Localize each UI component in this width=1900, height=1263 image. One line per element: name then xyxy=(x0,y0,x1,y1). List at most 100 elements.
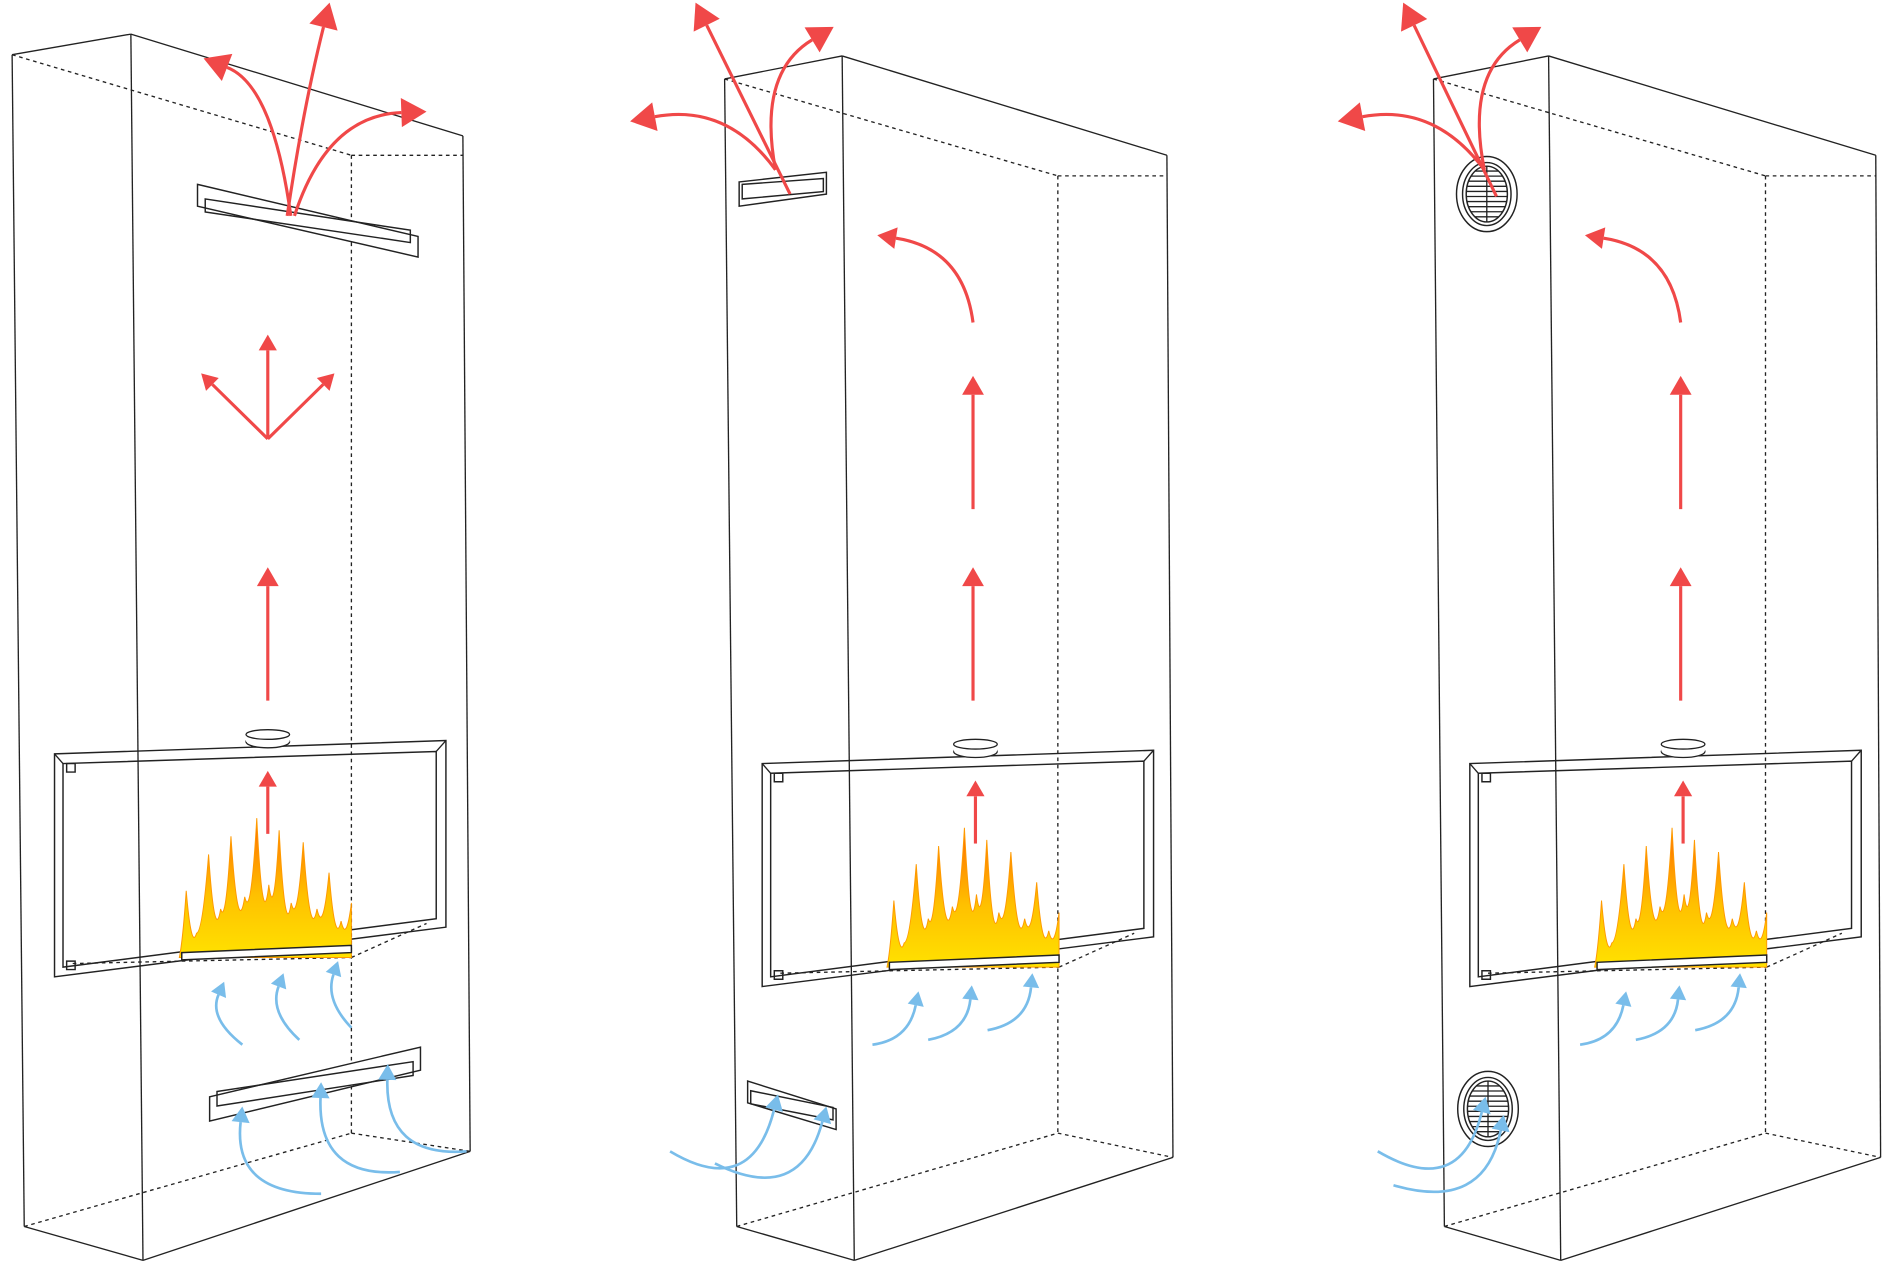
arrow-head xyxy=(258,770,277,787)
arrow-shaft xyxy=(1362,112,1486,171)
hot-air-arrow-icon xyxy=(1337,102,1486,171)
cold-air-arrow-icon xyxy=(1635,985,1687,1042)
edge xyxy=(1444,1225,1561,1262)
arrow-head xyxy=(813,1106,832,1125)
edge xyxy=(1469,763,1479,774)
vent-ring-inner xyxy=(1461,161,1512,227)
vent-slot xyxy=(750,1089,834,1121)
panel-side-slot-vents xyxy=(630,2,1174,1262)
arrow-head xyxy=(258,334,277,351)
arrow-shaft xyxy=(329,974,353,1029)
arrow-shaft xyxy=(1412,24,1498,198)
edge xyxy=(1143,749,1155,762)
edge xyxy=(1875,155,1882,1158)
hot-air-arrow-icon xyxy=(258,770,277,834)
cold-air-arrow-icon xyxy=(311,1082,400,1174)
arrow-head xyxy=(1401,2,1428,32)
hot-air-arrow-icon xyxy=(966,780,985,844)
arrow-head xyxy=(962,985,979,1001)
hot-air-arrow-icon xyxy=(877,227,975,323)
fireplace-glass xyxy=(1477,760,1853,978)
wall-enclosure xyxy=(723,55,1174,1262)
cold-air-arrow-icon xyxy=(270,973,301,1041)
arrow-head xyxy=(201,373,219,391)
arrow-head xyxy=(400,98,427,128)
hidden-edge xyxy=(736,1132,1059,1228)
arrow-head xyxy=(1512,26,1542,53)
arrow-shaft xyxy=(292,111,402,217)
fireplace-frame xyxy=(761,749,1155,988)
hidden-edge xyxy=(351,922,427,959)
slot-vent-icon xyxy=(746,1080,837,1131)
arrow-shaft xyxy=(1635,999,1680,1042)
burner-tray xyxy=(888,954,1060,971)
hot-air-arrow-icon xyxy=(1584,227,1683,323)
cold-air-arrow-icon xyxy=(211,981,244,1046)
hot-air-arrow-icon xyxy=(256,567,279,701)
vent-slot xyxy=(216,1060,414,1107)
fireplace-frame xyxy=(53,739,447,978)
arrow-head xyxy=(630,102,658,132)
edge xyxy=(12,33,131,56)
hot-air-arrow-icon xyxy=(769,26,834,171)
arrow-head xyxy=(966,780,985,797)
slot-vent-icon xyxy=(738,171,828,208)
arrow-head xyxy=(325,961,342,978)
hot-air-arrow-icon xyxy=(630,102,777,171)
arrow-shaft xyxy=(226,65,293,217)
vent-frame xyxy=(208,1046,422,1122)
cold-air-arrow-icon xyxy=(1377,1096,1491,1170)
hidden-edge xyxy=(780,966,1060,974)
arrow-shaft xyxy=(319,1097,400,1174)
arrow-head xyxy=(378,1064,397,1081)
hot-air-arrow-icon xyxy=(203,53,293,217)
hidden-edge xyxy=(1058,932,1135,968)
edge xyxy=(462,135,471,1152)
cold-air-arrow-icon xyxy=(927,985,979,1042)
hidden-edge xyxy=(351,1132,471,1152)
arrow-head xyxy=(1730,973,1747,989)
arrow-head xyxy=(962,567,984,587)
edge xyxy=(1548,55,1876,156)
vent-slot xyxy=(204,198,412,244)
arrow-head xyxy=(1615,991,1632,1007)
arrow-head xyxy=(311,1082,330,1099)
hot-air-arrow-icon xyxy=(285,2,338,217)
edge xyxy=(841,55,1168,156)
arrow-shaft xyxy=(895,236,975,323)
arrow-head xyxy=(203,53,233,81)
arrow-head xyxy=(1674,780,1693,797)
edge xyxy=(1166,155,1174,1158)
edge xyxy=(1432,78,1446,1227)
arrow-shaft xyxy=(285,26,326,217)
hidden-edge xyxy=(1444,1132,1766,1228)
arrow-head xyxy=(231,1106,250,1124)
edge xyxy=(130,34,144,1261)
cold-air-arrow-icon xyxy=(714,1106,832,1179)
corner-detail xyxy=(1481,970,1492,980)
edge xyxy=(11,54,25,1227)
hidden-edge xyxy=(1765,1132,1881,1159)
arrow-head xyxy=(1669,985,1687,1001)
corner-detail xyxy=(65,960,76,971)
arrow-head xyxy=(316,373,335,391)
cold-air-arrow-icon xyxy=(987,973,1040,1032)
arrow-head xyxy=(309,2,338,31)
vent-slot xyxy=(741,177,825,200)
edge xyxy=(736,1225,855,1262)
hot-air-arrow-icon xyxy=(1477,26,1542,171)
vent-frame xyxy=(746,1080,837,1131)
edge xyxy=(435,740,447,752)
cold-air-arrow-icon xyxy=(1579,991,1632,1047)
fireplace-icon xyxy=(761,738,1155,988)
hot-air-arrow-icon xyxy=(201,373,269,440)
arrow-shaft xyxy=(769,38,813,171)
wall-enclosure xyxy=(11,33,471,1262)
hot-air-arrow-icon xyxy=(1669,375,1692,510)
cold-air-arrow-icon xyxy=(231,1106,322,1196)
round-vent-icon xyxy=(1455,155,1518,233)
fireplace-icon xyxy=(53,728,447,978)
hot-air-arrow-icon xyxy=(1669,567,1692,701)
fireplace-icon xyxy=(1469,738,1862,988)
